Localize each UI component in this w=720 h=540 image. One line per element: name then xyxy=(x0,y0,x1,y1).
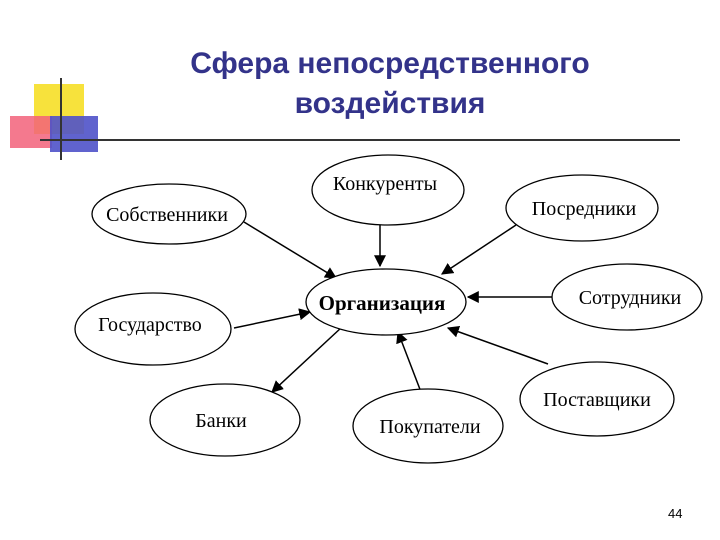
node-label-banks: Банки xyxy=(195,410,247,432)
arrow-state-to-organization xyxy=(234,312,310,328)
arrow-organization-to-banks xyxy=(272,327,342,392)
node-label-competitors: Конкуренты xyxy=(333,173,437,195)
node-label-owners: Собственники xyxy=(106,204,228,226)
node-label-state: Государство xyxy=(98,314,202,336)
node-label-organization: Организация xyxy=(319,291,446,315)
arrow-owners-to-organization xyxy=(244,222,336,278)
node-label-suppliers: Поставщики xyxy=(543,389,651,411)
node-label-employees: Сотрудники xyxy=(579,287,682,309)
node-label-intermediaries: Посредники xyxy=(532,198,637,220)
node-label-buyers: Покупатели xyxy=(379,416,481,438)
arrow-intermediaries-to-organization xyxy=(442,225,516,274)
page-number: 44 xyxy=(668,506,682,521)
arrow-buyers-to-organization xyxy=(398,332,421,392)
arrow-suppliers-to-organization xyxy=(448,328,548,364)
